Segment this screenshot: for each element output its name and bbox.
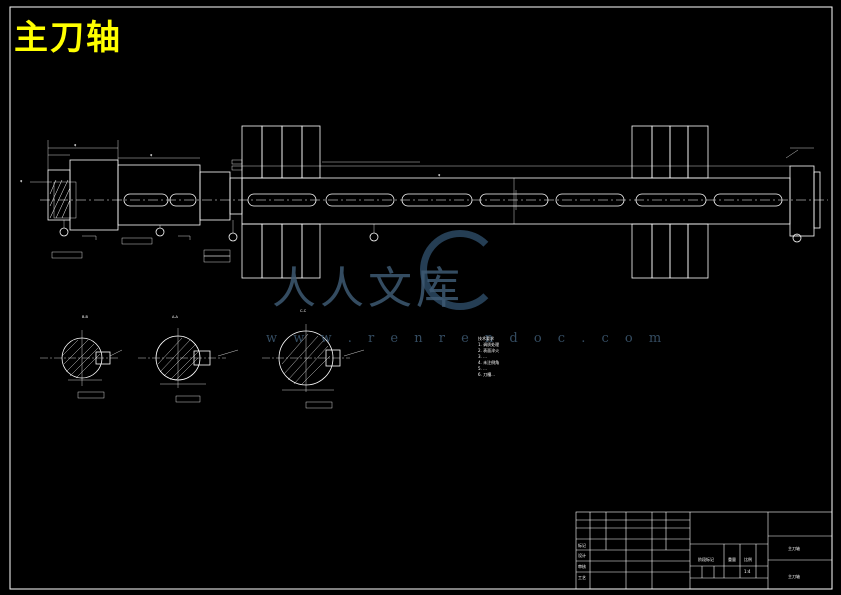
title-block-label-process: 工艺 bbox=[578, 575, 586, 580]
title-block-label-stage: 阶段标记 bbox=[698, 557, 714, 562]
svg-text:φ: φ bbox=[438, 173, 441, 177]
svg-text:φ: φ bbox=[20, 179, 23, 183]
title-block-label-mark: 标记 bbox=[578, 543, 586, 548]
watermark-text: 人人文库 bbox=[272, 263, 464, 314]
drawing-border bbox=[9, 6, 833, 590]
svg-text:C-C: C-C bbox=[300, 309, 307, 313]
note-line: 1. 调质处理 bbox=[478, 342, 500, 347]
drawing-title: 主刀轴 bbox=[14, 18, 122, 58]
svg-text:B-B: B-B bbox=[82, 315, 89, 319]
title-block-name-2: 主刀轴 bbox=[788, 574, 800, 579]
note-line: 3. ... bbox=[478, 354, 487, 359]
section-views bbox=[40, 324, 365, 409]
svg-text:φ: φ bbox=[150, 153, 153, 157]
svg-text:A-A: A-A bbox=[172, 315, 179, 319]
title-block bbox=[575, 511, 833, 590]
shaft-main-view bbox=[30, 125, 828, 279]
title-block-label-scale: 比例 bbox=[744, 557, 752, 562]
technical-notes: 技术要求 1. 调质处理 2. 表面淬火 3. ... 4. 未注倒角 5. .… bbox=[478, 336, 548, 378]
note-line: 4. 未注倒角 bbox=[478, 360, 500, 365]
title-block-label-weight: 重量 bbox=[728, 557, 736, 562]
dimension-labels: φ φ φ φ B-B A-A C-C bbox=[20, 143, 441, 319]
title-block-scale: 1:4 bbox=[744, 569, 751, 574]
title-block-label-review: 审核 bbox=[578, 564, 586, 569]
watermark-circle bbox=[420, 230, 500, 310]
watermark-url: w w w . r e n r e n d o c . c o m bbox=[266, 331, 668, 346]
title-block-label-design: 设计 bbox=[578, 553, 586, 558]
note-line: 2. 表面淬火 bbox=[478, 348, 500, 353]
notes-heading: 技术要求 bbox=[478, 336, 494, 341]
svg-text:φ: φ bbox=[74, 143, 77, 147]
title-block-name: 主刀轴 bbox=[788, 546, 800, 551]
note-line: 6. 刀槽... bbox=[478, 372, 495, 377]
note-line: 5. ... bbox=[478, 366, 487, 371]
